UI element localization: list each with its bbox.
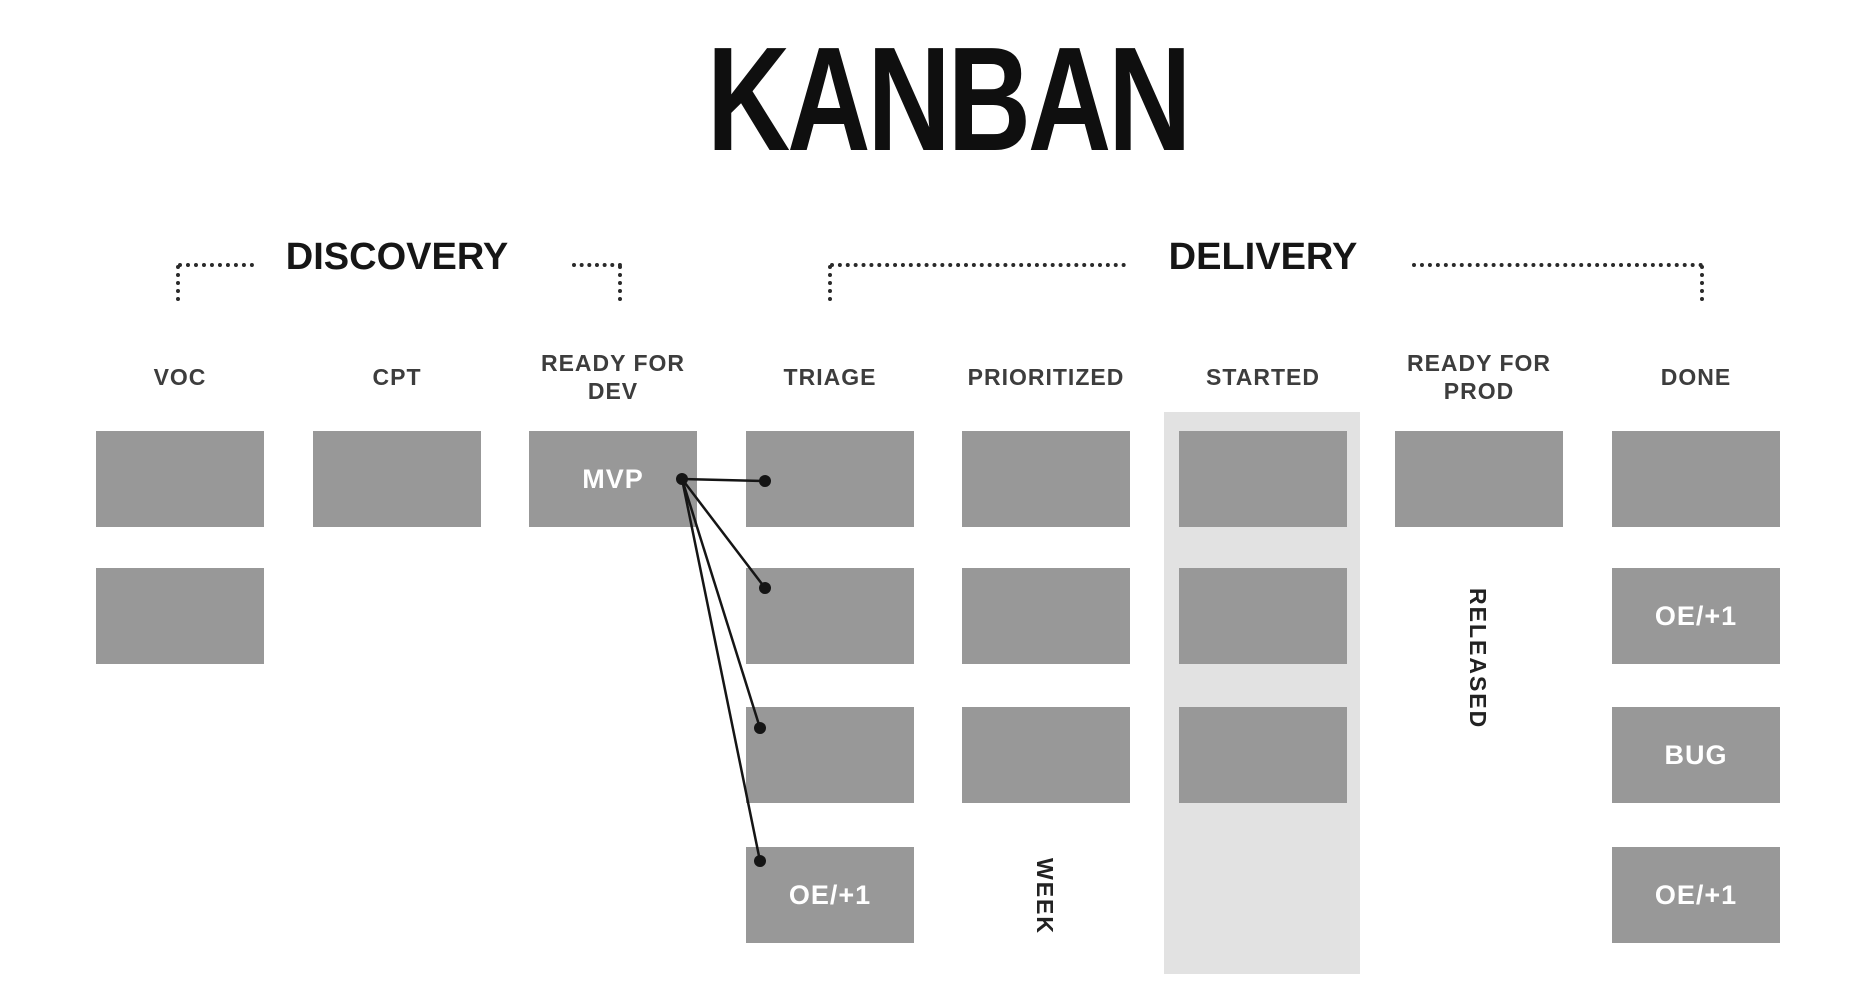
page-title-text: KANBAN xyxy=(707,17,1192,182)
discovery-bracket-tick-right xyxy=(618,265,622,301)
card-prioritized-1 xyxy=(962,431,1130,527)
column-header-ready-for-dev: READY FOR DEV xyxy=(540,350,686,404)
column-header-prioritized: PRIORITIZED xyxy=(967,364,1125,391)
discovery-bracket-tick-left xyxy=(176,265,180,301)
card-done-oe-plus-1-b: OE/+1 xyxy=(1612,847,1780,943)
column-header-ready-for-prod: READY FOR PROD xyxy=(1406,350,1552,404)
card-triage-3 xyxy=(746,707,914,803)
delivery-bracket-tick-right xyxy=(1700,265,1704,301)
column-header-done: DONE xyxy=(1660,364,1732,391)
card-done-bug: BUG xyxy=(1612,707,1780,803)
card-started-3 xyxy=(1179,707,1347,803)
card-started-2 xyxy=(1179,568,1347,664)
card-triage-oe-plus-1: OE/+1 xyxy=(746,847,914,943)
discovery-bracket-line-left xyxy=(178,263,254,267)
card-voc-2 xyxy=(96,568,264,664)
card-mvp: MVP xyxy=(529,431,697,527)
section-label-discovery: DISCOVERY xyxy=(285,236,509,278)
card-done-1 xyxy=(1612,431,1780,527)
card-prioritized-3 xyxy=(962,707,1130,803)
delivery-bracket-line-left xyxy=(830,263,1126,267)
card-triage-1 xyxy=(746,431,914,527)
delivery-bracket-line-right xyxy=(1412,263,1703,267)
section-label-delivery: DELIVERY xyxy=(1168,236,1358,278)
column-header-started: STARTED xyxy=(1206,364,1320,391)
week-vertical-label: WEEK xyxy=(1032,858,1058,935)
column-header-voc: VOC xyxy=(153,364,207,391)
released-vertical-label: RELEASED xyxy=(1465,588,1491,730)
page-title: KANBAN xyxy=(0,26,1860,174)
column-header-triage: TRIAGE xyxy=(783,364,877,391)
card-started-1 xyxy=(1179,431,1347,527)
card-voc-1 xyxy=(96,431,264,527)
card-triage-2 xyxy=(746,568,914,664)
card-prioritized-2 xyxy=(962,568,1130,664)
connector-line-4 xyxy=(680,478,762,862)
discovery-bracket-line-right xyxy=(572,263,622,267)
card-done-oe-plus-1-a: OE/+1 xyxy=(1612,568,1780,664)
delivery-bracket-tick-left xyxy=(828,265,832,301)
card-ready-for-prod-1 xyxy=(1395,431,1563,527)
card-cpt-1 xyxy=(313,431,481,527)
column-header-cpt: CPT xyxy=(372,364,422,391)
